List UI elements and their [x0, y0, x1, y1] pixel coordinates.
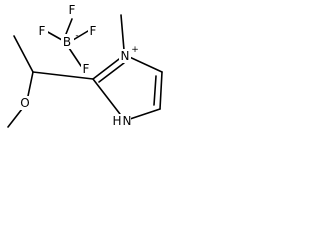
n-methyl-bond [120, 14, 125, 51]
fluorine-label-left: F [39, 24, 46, 38]
chemical-structure-diagram: B - F F F F O N + H N [0, 0, 188, 158]
methyl-to-ch-bond [13, 35, 34, 73]
oxygen-label: O [20, 96, 29, 110]
side-chain-bonds [7, 35, 94, 128]
c2-n3-bond [92, 55, 124, 80]
fluorine-label-top: F [69, 3, 76, 17]
b-f-bond-top [65, 18, 73, 35]
c4-c5-bond [159, 71, 163, 110]
fluorine-label-right: F [90, 24, 97, 38]
structure-svg: B - F F F F O N + H N [7, 3, 163, 128]
ring-nitrogen-h-label: N [123, 114, 132, 128]
c5-n1-bond [129, 108, 161, 120]
n1-c2-bond [92, 78, 121, 115]
ring-hydrogen-label: H [112, 114, 121, 128]
atom-labels: B - F F F F O N + H N [19, 3, 139, 128]
boron-charge: - [75, 31, 78, 41]
c2-n3-double-bond [98, 62, 125, 83]
c4-c5-double-bond [153, 75, 157, 106]
n3-c4-bond [124, 54, 163, 73]
oxygen-to-methyl-bond [7, 108, 23, 128]
nitrogen-charge: + [131, 45, 139, 55]
b-f-bond-right [72, 30, 89, 41]
ch-to-ring-bond [32, 71, 94, 80]
boron-label: B [63, 35, 71, 49]
charged-nitrogen-label: N [121, 49, 130, 63]
tetrafluoroborate-bonds [45, 18, 89, 67]
b-f-bond-bottom [68, 47, 82, 67]
b-f-bond-left [45, 30, 63, 41]
imidazolium-ring-bonds [92, 14, 163, 120]
fluorine-label-bottom: F [83, 62, 90, 76]
ch-to-oxygen-bond [27, 71, 34, 97]
